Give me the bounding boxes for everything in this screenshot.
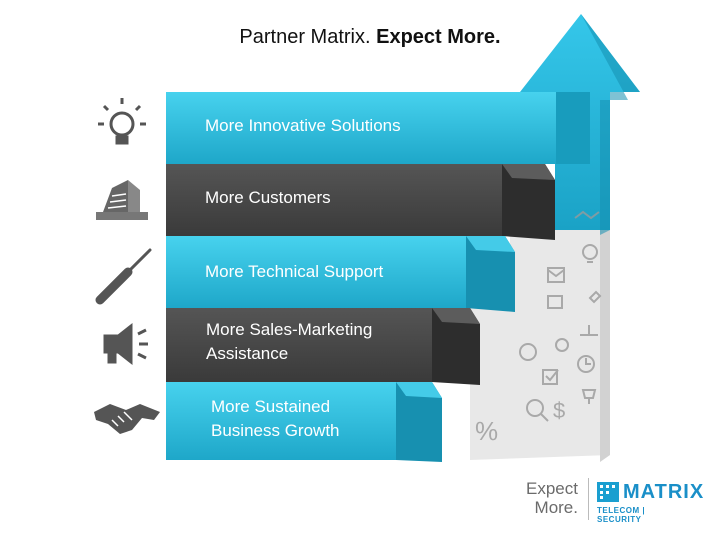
logo-divider <box>588 478 589 520</box>
step-1-label: More Innovative Solutions <box>205 116 401 135</box>
building-icon <box>96 180 148 220</box>
title-main: Partner Matrix. <box>239 26 371 48</box>
handshake-icon <box>94 404 160 434</box>
step-5-bar <box>166 382 396 460</box>
matrix-logo: MATRIX TELECOM | SECURITY <box>597 480 703 524</box>
lightbulb-icon <box>98 98 146 145</box>
step-5-line1: More Sustained <box>211 397 331 416</box>
step-2-bar <box>166 164 502 236</box>
step-5-label: More Sustained Business Growth <box>211 395 340 443</box>
svg-text:%: % <box>475 416 498 446</box>
step-2-label: More Customers <box>205 188 331 207</box>
matrix-mark-icon <box>597 482 619 502</box>
tagline-line2: More. <box>534 498 578 517</box>
tagline-line1: Expect <box>526 479 578 498</box>
title-bold: Expect More. <box>376 26 501 48</box>
step-4-bar <box>166 308 432 382</box>
matrix-sub: TELECOM | SECURITY <box>597 506 646 524</box>
step-4-label: More Sales-Marketing Assistance <box>206 318 372 366</box>
matrix-brand: MATRIX <box>623 481 705 503</box>
page-title: Partner Matrix. Expect More. <box>0 26 720 49</box>
wall-doodles: % $ <box>475 210 602 446</box>
screwdriver-icon <box>95 248 152 305</box>
svg-text:$: $ <box>553 398 565 423</box>
step-3-bar <box>166 236 466 308</box>
step-1-bar <box>166 92 556 164</box>
step-5-line2: Business Growth <box>211 421 340 440</box>
step-4-line2: Assistance <box>206 344 289 363</box>
tagline: Expect More. <box>510 479 578 517</box>
step-4-line1: More Sales-Marketing <box>206 320 373 339</box>
step-3-label: More Technical Support <box>205 262 384 281</box>
megaphone-icon <box>103 322 148 366</box>
